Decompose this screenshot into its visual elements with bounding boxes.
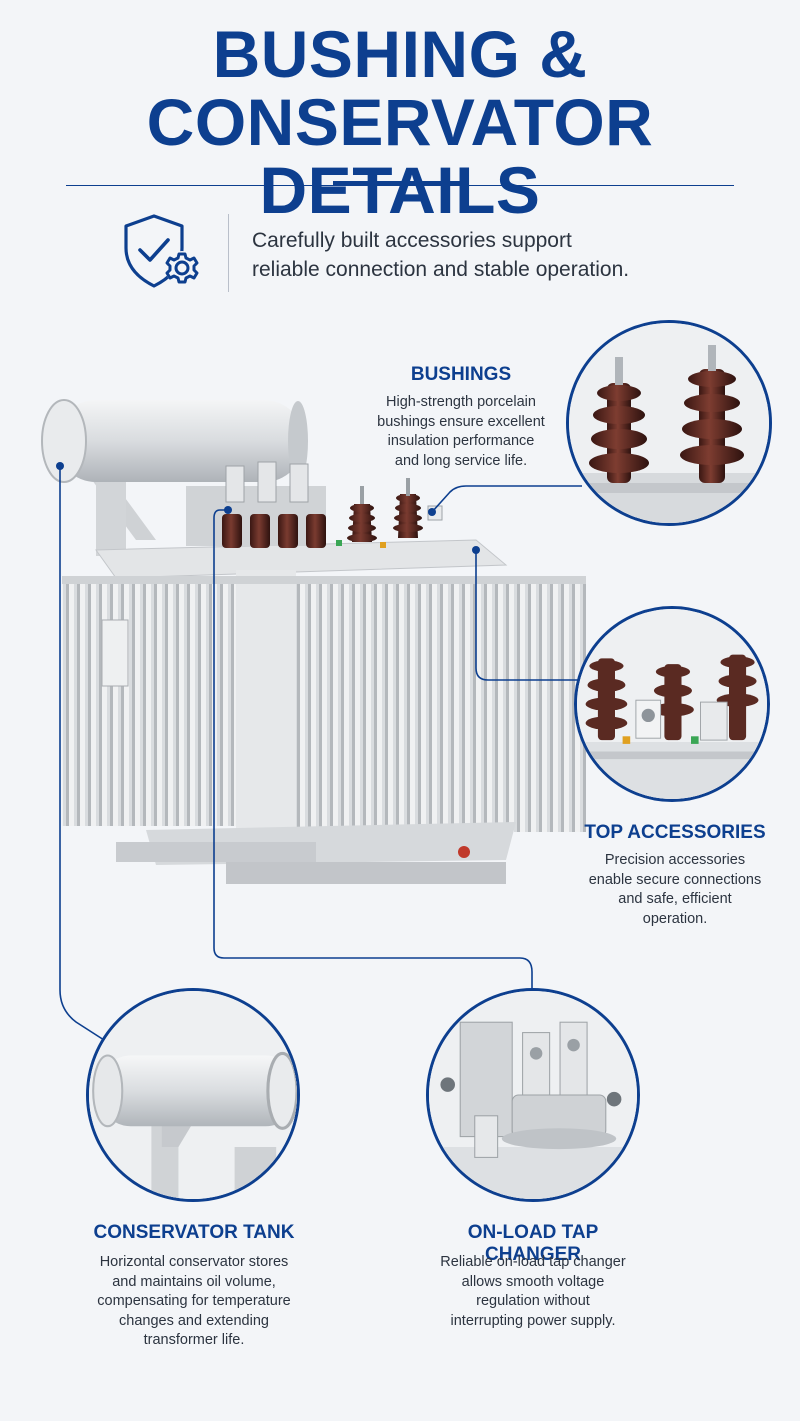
conservator-tank-line-4: changes and extending	[119, 1312, 269, 1329]
conservator-tank-title: CONSERVATOR TANK	[93, 1222, 295, 1243]
title-divider-accent	[333, 181, 467, 186]
top-accessories-closeup-image	[577, 609, 767, 799]
bushings-line-1: High-strength porcelain	[386, 394, 536, 410]
bushings-title: BUSHINGS	[410, 364, 512, 385]
top-accessories-line-4: operation.	[642, 910, 708, 927]
tap-changer-closeup-image	[429, 991, 637, 1199]
intro-line-1: Carefully built accessories support	[252, 229, 572, 252]
intro-line-2: reliable connection and stable operation…	[252, 258, 630, 281]
tap-changer-line-3: regulation without	[476, 1293, 590, 1309]
title-line-1: BUSHING &	[212, 17, 588, 91]
bushings-line-2: bushings ensure excellent	[377, 413, 545, 430]
top-accessories-line-2: enable secure connections	[588, 871, 762, 888]
shield-check-gear-icon	[120, 212, 204, 292]
tap-changer-detail-circle	[426, 988, 640, 1202]
conservator-tank-line-1: Horizontal conservator stores	[99, 1254, 289, 1270]
tap-changer-line-2: allows smooth voltage	[461, 1273, 605, 1290]
top-accessories-line-3: and safe, efficient	[618, 891, 732, 907]
conservator-tank-line-5: transformer life.	[143, 1332, 245, 1348]
page-title: BUSHING & CONSERVATOR DETAILS	[0, 20, 800, 224]
top-accessories-line-1: Precision accessories	[604, 852, 746, 868]
tap-changer-line-4: interrupting power supply.	[450, 1312, 616, 1329]
conservator-tank-description: Horizontal conservator stores and mainta…	[74, 1253, 314, 1351]
bushings-line-3: insulation performance	[387, 433, 535, 449]
title-line-2: CONSERVATOR DETAILS	[146, 85, 654, 227]
top-accessories-title: TOP ACCESSORIES	[584, 822, 766, 843]
bushings-closeup-image	[569, 323, 769, 523]
conservator-tank-detail-circle	[86, 988, 300, 1202]
conservator-tank-line-2: and maintains oil volume,	[112, 1273, 276, 1290]
conservator-tank-closeup-image	[89, 991, 297, 1199]
intro-divider	[228, 214, 229, 292]
top-accessories-description: Precision accessories enable secure conn…	[574, 851, 776, 929]
conservator-tank-line-3: compensating for temperature	[97, 1293, 291, 1309]
intro-text: Carefully built accessories support reli…	[252, 226, 682, 284]
bushings-description: High-strength porcelain bushings ensure …	[356, 393, 566, 471]
tap-changer-description: Reliable on-load tap changer allows smoo…	[418, 1253, 648, 1331]
tap-changer-line-1: Reliable on-load tap changer	[440, 1254, 626, 1270]
top-accessories-detail-circle	[574, 606, 770, 802]
bushings-detail-circle	[566, 320, 772, 526]
bushings-line-4: and long service life.	[394, 452, 528, 469]
tap-changer-title: ON-LOAD TAP CHANGER	[467, 1222, 599, 1265]
